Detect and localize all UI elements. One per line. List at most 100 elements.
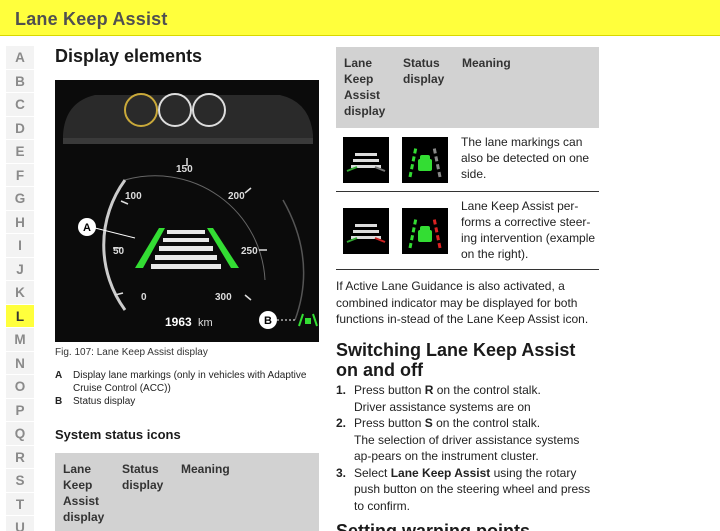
speed-label-250: 250: [241, 246, 258, 257]
alphabet-letter-p[interactable]: P: [6, 398, 34, 422]
col-header-status: Status display: [403, 56, 445, 86]
meaning-cell: The lane markings can also be detected o…: [461, 135, 590, 181]
alphabet-letter-s[interactable]: S: [6, 469, 34, 493]
callout-a-label: A: [83, 222, 91, 234]
gauge-ring-right: [192, 93, 226, 127]
speedo-arc-right: [124, 175, 266, 281]
table-header-row: Lane Keep Assist display Status display …: [336, 47, 599, 128]
table-header-row: Lane Keep Assist display Status display …: [55, 453, 319, 531]
alphabet-letter-i[interactable]: I: [6, 234, 34, 258]
col-header-meaning: Meaning: [181, 462, 230, 476]
speed-label-200: 200: [228, 191, 245, 202]
section-title-display-elements: Display elements: [55, 46, 203, 66]
alphabet-letter-f[interactable]: F: [6, 163, 34, 187]
alphabet-letter-a[interactable]: A: [6, 46, 34, 70]
step-text: Select Lane Keep Assist using the rotary…: [354, 465, 591, 513]
col-header-display: Lane Keep Assist display: [63, 462, 105, 524]
figure-legend: A Display lane markings (only in vehicle…: [55, 369, 325, 408]
speedo-ticks: [113, 158, 267, 301]
step-item: 1. Press button R on the control stalk.: [336, 382, 600, 399]
lane-corrective-icon: [342, 207, 389, 254]
alphabet-letter-b[interactable]: B: [6, 69, 34, 93]
table-row: The lane markings can also be detected o…: [336, 128, 599, 192]
alphabet-letter-t[interactable]: T: [6, 492, 34, 516]
step-number: 3.: [336, 465, 347, 480]
page-title: Lane Keep Assist: [15, 9, 168, 29]
cluster-shelf: [63, 138, 313, 144]
meaning-cell: Lane Keep Assist per-forms a corrective …: [461, 199, 596, 261]
section-title-switching: Switching Lane Keep Assist on and off: [336, 340, 576, 380]
legend-text: Status display: [73, 396, 136, 407]
system-status-icons-title: System status icons: [55, 427, 181, 442]
col-header-display: Lane Keep Assist display: [344, 56, 386, 118]
page-header: Lane Keep Assist: [0, 0, 720, 36]
alphabet-letter-o[interactable]: O: [6, 375, 34, 399]
status-car-red-icon: [401, 207, 448, 254]
alphabet-letter-l[interactable]: L: [6, 304, 34, 328]
legend-key: A: [55, 370, 63, 381]
step-text: Press button S on the control stalk.: [354, 416, 541, 430]
col-header-status: Status display: [122, 462, 164, 492]
instrument-cluster-figure: 0 50 100 150 200 250 300 A 1963 km B: [55, 80, 319, 342]
legend-text: Display lane markings (only in vehicles …: [73, 370, 307, 394]
status-car-icon: [298, 313, 318, 327]
speed-label-300: 300: [215, 292, 232, 303]
combined-indicator-paragraph: If Active Lane Guidance is also activate…: [336, 279, 589, 326]
legend-item-b: B Status display: [55, 395, 325, 408]
table-row: Lane Keep Assist per-forms a corrective …: [336, 192, 599, 270]
step-note: Driver assistance systems are on: [354, 399, 531, 414]
alphabet-letter-c[interactable]: C: [6, 93, 34, 117]
gauge-ring-left: [124, 93, 158, 127]
legend-item-a: A Display lane markings (only in vehicle…: [55, 369, 325, 395]
alphabet-letter-g[interactable]: G: [6, 187, 34, 211]
odometer-unit: km: [198, 317, 213, 329]
alphabet-letter-e[interactable]: E: [6, 140, 34, 164]
callout-a-line: [94, 227, 136, 239]
lane-marking-left-icon: [135, 228, 165, 268]
system-status-table: Lane Keep Assist display Status display …: [55, 453, 319, 531]
road-stripes-icon: [151, 230, 221, 269]
speed-label-50: 50: [113, 246, 125, 257]
step-number: 1.: [336, 383, 347, 397]
callout-b-badge: [259, 311, 277, 329]
speed-label-150: 150: [176, 164, 193, 175]
alphabet-letter-n[interactable]: N: [6, 351, 34, 375]
status-car-green-icon: [401, 136, 448, 183]
alphabet-letter-r[interactable]: R: [6, 445, 34, 469]
alphabet-letter-k[interactable]: K: [6, 281, 34, 305]
instruction-steps: 1. Press button R on the control stalk. …: [336, 382, 600, 514]
step-note: The selection of driver assistance syste…: [354, 432, 580, 464]
speed-label-100: 100: [125, 191, 142, 202]
display-cell: [336, 134, 395, 185]
lane-marking-right-icon: [207, 228, 239, 268]
alphabet-letter-m[interactable]: M: [6, 328, 34, 352]
status-cell: [395, 134, 454, 185]
speedo-arc-left: [102, 179, 127, 311]
cluster-illustration: 0 50 100 150 200 250 300 A 1963 km B: [63, 93, 318, 329]
status-cell: [395, 198, 454, 263]
alphabet-letter-q[interactable]: Q: [6, 422, 34, 446]
alphabet-letter-d[interactable]: D: [6, 116, 34, 140]
step-number: 2.: [336, 416, 347, 430]
lane-one-side-icon: [342, 136, 389, 183]
odometer-value: 1963: [165, 315, 192, 329]
step-text: Press button R on the control stalk.: [354, 383, 541, 397]
section-title-setting-warning: Setting warning points: [336, 521, 530, 531]
gauge-ring-center: [158, 93, 192, 127]
tacho-arc: [282, 199, 305, 321]
figure-caption: Fig. 107: Lane Keep Assist display: [55, 347, 208, 358]
callout-a-badge: [78, 218, 96, 236]
step-item: 3. Select Lane Keep Assist using the rot…: [336, 465, 600, 515]
legend-key: B: [55, 396, 63, 407]
alphabet-letter-j[interactable]: J: [6, 257, 34, 281]
alphabet-letter-u[interactable]: U: [6, 516, 34, 531]
callout-b-label: B: [264, 315, 272, 327]
step-item: 2. Press button S on the control stalk.: [336, 415, 600, 432]
col-header-meaning: Meaning: [462, 56, 511, 70]
display-cell: [336, 198, 395, 263]
alphabet-letter-h[interactable]: H: [6, 210, 34, 234]
blank-margin: [604, 36, 720, 531]
lane-keep-icons-table: Lane Keep Assist display Status display …: [336, 47, 599, 270]
speed-label-0: 0: [141, 292, 147, 303]
